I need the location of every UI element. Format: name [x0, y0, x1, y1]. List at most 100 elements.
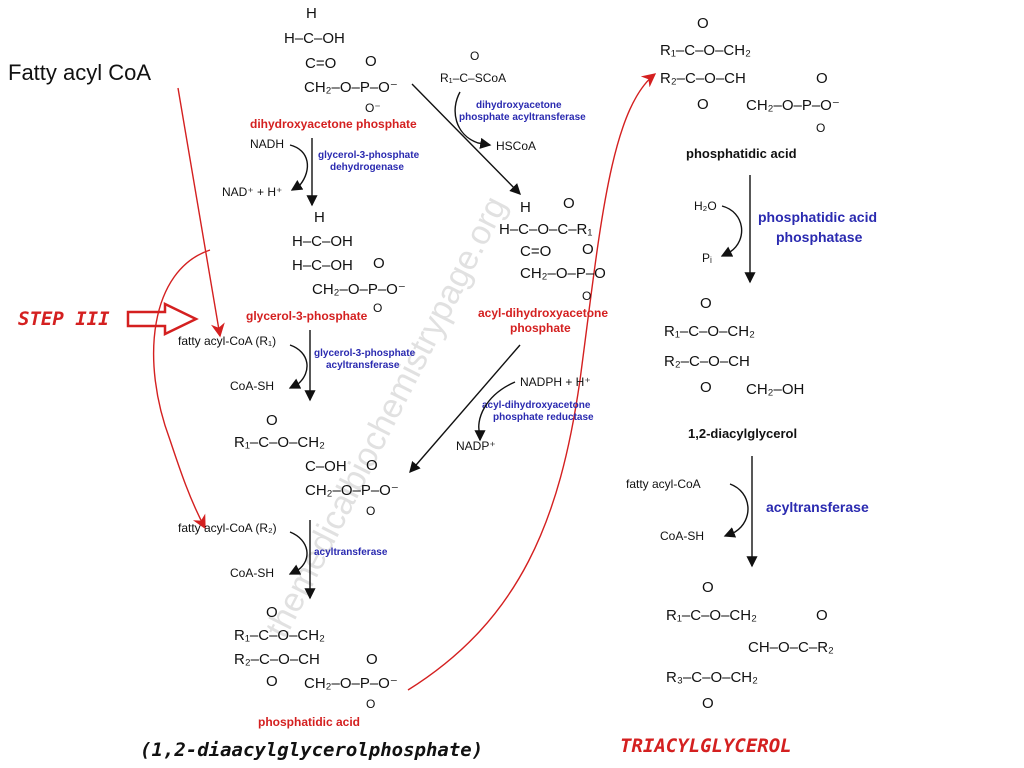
diacylglycerol-structure: O R₁–C–O–CH₂ R₂–C–O–CH O CH₂–OH — [664, 295, 804, 398]
acyltransferase-label-right: acyltransferase — [766, 499, 869, 515]
red-arrow-to-step3 — [152, 249, 211, 530]
svg-text:H–C–OH: H–C–OH — [292, 233, 353, 250]
svg-text:O: O — [702, 579, 714, 596]
svg-text:O: O — [816, 607, 828, 624]
svg-text:O: O — [365, 53, 377, 70]
red-arrow-to-right — [407, 73, 657, 691]
arrow-dhap-to-acyl-dhap — [411, 83, 521, 195]
fatty-acyl-coa-r2-label: fatty acyl-CoA (R₂) — [178, 521, 277, 535]
svg-text:H–C–OH: H–C–OH — [284, 30, 345, 47]
acyl-dhap-reductase-line1: acyl-dihydroxyacetone — [482, 400, 591, 411]
svg-text:C=O: C=O — [520, 243, 551, 260]
svg-text:O: O — [266, 412, 278, 429]
svg-text:CH₂–O–P–O⁻: CH₂–O–P–O⁻ — [305, 482, 399, 499]
g3p-dehydrogenase-line1: glycerol-3-phosphate — [318, 150, 420, 161]
diacylglycerol-name: 1,2-diacylglycerol — [688, 426, 797, 441]
svg-text:C–OH: C–OH — [305, 458, 347, 475]
svg-text:CH₂–O–P–O⁻: CH₂–O–P–O⁻ — [304, 675, 398, 692]
svg-text:CH₂–O–P–O⁻: CH₂–O–P–O⁻ — [312, 281, 406, 298]
curve-acyl-donor — [454, 91, 492, 149]
svg-text:O⁻: O⁻ — [365, 101, 381, 115]
phosphatidic-acid-name-left: phosphatidic acid — [258, 715, 360, 729]
svg-text:O: O — [563, 195, 575, 212]
nadp-label: NADP⁺ — [456, 439, 496, 453]
glycerol-3-phosphate-structure: H H–C–OH H–C–OH CH₂–O–P–O⁻ O O — [292, 209, 406, 315]
svg-text:O: O — [366, 697, 375, 711]
svg-text:R₁–C–O–CH₂: R₁–C–O–CH₂ — [666, 607, 757, 624]
svg-text:C=O: C=O — [305, 55, 336, 72]
dihydroxyacetone-phosphate-name: dihydroxyacetone phosphate — [250, 117, 417, 131]
svg-text:H: H — [314, 209, 325, 226]
curve-acyl-r1 — [288, 344, 308, 389]
fatty-acyl-coa-title: Fatty acyl CoA — [8, 60, 151, 85]
svg-text:R₂–C–O–CH: R₂–C–O–CH — [664, 353, 750, 370]
svg-text:O: O — [366, 651, 378, 668]
coash-label-2: CoA-SH — [230, 566, 274, 580]
svg-text:R₁–C–O–CH₂: R₁–C–O–CH₂ — [234, 434, 325, 451]
triacylglycerol-label: TRIACYLGLYCEROL — [620, 735, 792, 757]
curve-h2o — [720, 205, 743, 257]
step-hollow-arrow — [126, 302, 199, 336]
svg-text:H–C–O–C–R₁: H–C–O–C–R₁ — [499, 221, 592, 238]
curve-nadh — [289, 144, 309, 191]
g3p-dehydrogenase-line2: dehydrogenase — [330, 162, 404, 173]
phosphatidic-acid-name-right: phosphatidic acid — [686, 146, 797, 161]
svg-text:R₂–C–O–CH: R₂–C–O–CH — [660, 70, 746, 87]
svg-text:O: O — [816, 121, 825, 135]
svg-text:R₁–C–SCoA: R₁–C–SCoA — [440, 71, 506, 85]
coash-label-1: CoA-SH — [230, 379, 274, 393]
svg-text:O: O — [700, 295, 712, 312]
acyl-dhap-name-line2: phosphate — [510, 321, 571, 335]
dhap-acyltransferase-line1: dihydroxyacetone — [476, 100, 562, 111]
nadh-label: NADH — [250, 137, 284, 151]
svg-text:CH₂–OH: CH₂–OH — [746, 381, 804, 398]
hscoa-label: HSCoA — [496, 139, 536, 153]
svg-text:O: O — [582, 289, 591, 303]
svg-text:O: O — [373, 255, 385, 272]
svg-text:O: O — [582, 241, 594, 258]
svg-text:O: O — [470, 49, 479, 63]
svg-text:CH₂–O–P–O: CH₂–O–P–O — [520, 265, 606, 282]
acyl-dhap-name-line1: acyl-dihydroxyacetone — [478, 306, 608, 320]
h2o-label: H₂O — [694, 199, 717, 213]
acyltransferase-label-left: acyltransferase — [314, 547, 388, 558]
phosphatidic-acid-structure-left: O R₁–C–O–CH₂ R₂–C–O–CH O CH₂–O–P–O⁻ O O — [234, 604, 398, 711]
svg-text:CH₂–O–P–O⁻: CH₂–O–P–O⁻ — [746, 97, 840, 114]
dihydroxyacetone-phosphate-structure: H H–C–OH C=O CH₂–O–P–O⁻ O O⁻ — [284, 5, 398, 115]
phosphatidic-acid-structure-right: O R₁–C–O–CH₂ R₂–C–O–CH O CH₂–O–P–O⁻ O O — [660, 15, 840, 135]
svg-text:O: O — [702, 695, 714, 712]
diacylglycerolphosphate-subtitle: (1,2-diaacylglycerolphosphate) — [140, 739, 483, 761]
svg-text:R₁–C–O–CH₂: R₁–C–O–CH₂ — [234, 627, 325, 644]
red-arrow-to-step2 — [177, 87, 225, 338]
arrow-acyl-dhap-to-lpa — [409, 344, 521, 474]
phosphatidic-acid-phosphatase-line1: phosphatidic acid — [758, 209, 877, 225]
svg-text:R₂–C–O–CH: R₂–C–O–CH — [234, 651, 320, 668]
svg-text:R₁–C–O–CH₂: R₁–C–O–CH₂ — [660, 42, 751, 59]
fatty-acyl-coa-right-label: fatty acyl-CoA — [626, 477, 701, 491]
nad-label: NAD⁺ + H⁺ — [222, 185, 282, 199]
g3p-acyltransferase-line2: acyltransferase — [326, 360, 400, 371]
svg-text:CH₂–O–P–O⁻: CH₂–O–P–O⁻ — [304, 79, 398, 96]
step-iii-label: STEP III — [18, 308, 110, 330]
curve-acyl-r2 — [288, 531, 308, 575]
acyl-coa-donor-structure: O R₁–C–SCoA — [440, 49, 506, 85]
svg-text:CH–O–C–R₂: CH–O–C–R₂ — [748, 639, 834, 656]
svg-text:O: O — [697, 15, 709, 32]
svg-text:O: O — [366, 457, 378, 474]
svg-text:H–C–OH: H–C–OH — [292, 257, 353, 274]
svg-text:O: O — [266, 673, 278, 690]
curve-nadph — [474, 381, 516, 442]
fatty-acyl-coa-r1-label: fatty acyl-CoA (R₁) — [178, 334, 276, 348]
svg-text:O: O — [366, 504, 375, 518]
svg-text:H: H — [520, 199, 531, 216]
svg-text:H: H — [306, 5, 317, 22]
lysophosphatidic-acid-structure: O R₁–C–O–CH₂ C–OH CH₂–O–P–O⁻ O O — [234, 412, 399, 518]
svg-text:O: O — [700, 379, 712, 396]
glycerol-3-phosphate-name: glycerol-3-phosphate — [246, 309, 368, 323]
svg-text:O: O — [816, 70, 828, 87]
g3p-acyltransferase-line1: glycerol-3-phosphate — [314, 348, 416, 359]
nadph-label: NADPH + H⁺ — [520, 375, 591, 389]
svg-text:O: O — [697, 96, 709, 113]
coash-label-right: CoA-SH — [660, 529, 704, 543]
